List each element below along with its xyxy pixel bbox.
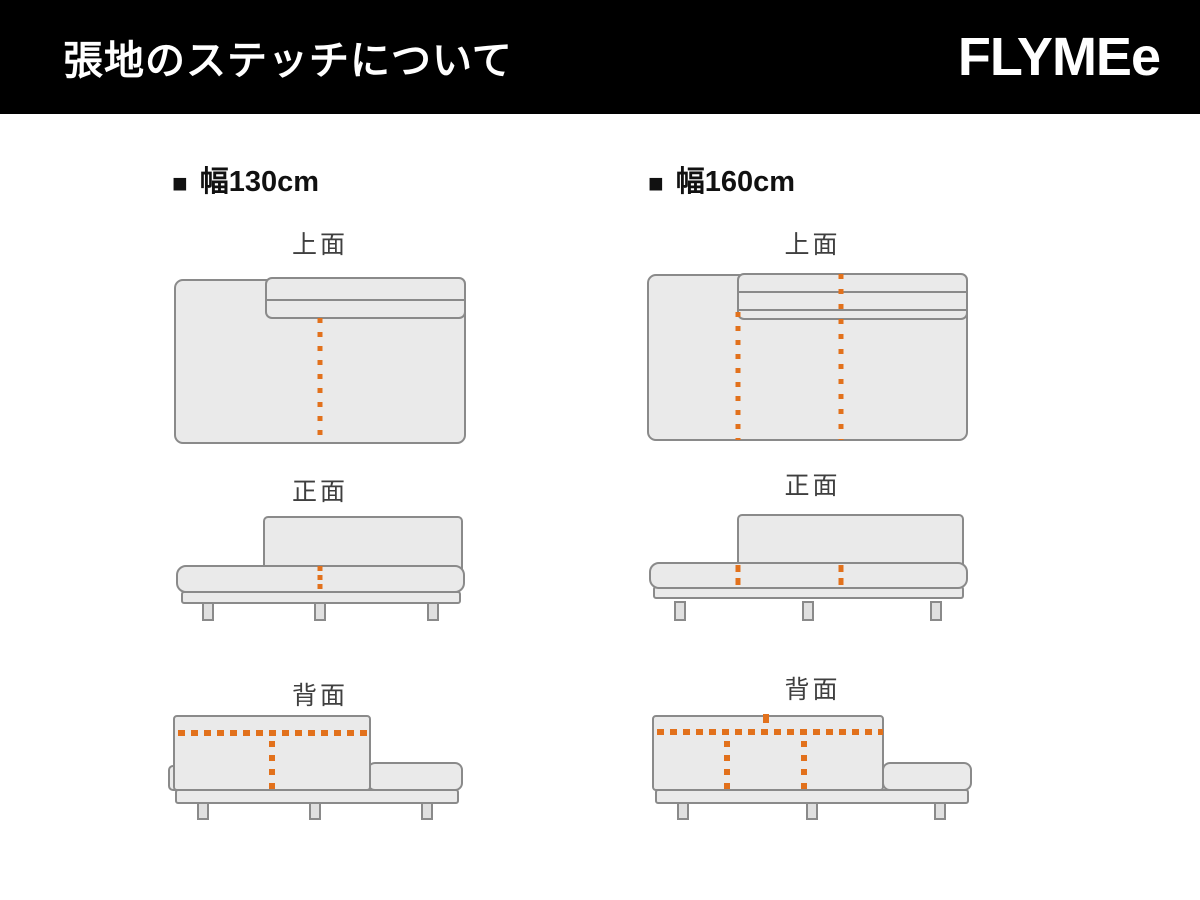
view-label-160-top: 上面 bbox=[784, 231, 841, 259]
view-label-130-back: 背面 bbox=[291, 682, 348, 710]
sofa-base-rail bbox=[175, 789, 459, 804]
sofa-leg bbox=[309, 801, 321, 820]
sofa-leg bbox=[802, 601, 814, 621]
sofa-leg bbox=[202, 601, 214, 621]
square-bullet-icon: ■ bbox=[172, 167, 188, 198]
diagram-160-front-view bbox=[649, 514, 968, 621]
square-bullet-icon: ■ bbox=[648, 167, 664, 198]
sofa-backrest-panel bbox=[173, 715, 371, 791]
view-label-160-back: 背面 bbox=[784, 676, 841, 704]
sofa-leg bbox=[677, 801, 689, 820]
sofa-leg bbox=[314, 601, 326, 621]
sofa-backrest-panel bbox=[652, 715, 884, 791]
brand-logo: FLYMEe bbox=[957, 27, 1161, 87]
header-bar: 張地のステッチについて FLYMEe bbox=[0, 0, 1200, 114]
sofa-leg bbox=[674, 601, 686, 621]
sofa-leg bbox=[427, 601, 439, 621]
column-label-130: ■ 幅130cm bbox=[172, 168, 319, 197]
sofa-leg bbox=[421, 801, 433, 820]
sofa-backrest-panel bbox=[737, 514, 964, 571]
view-label-160-front: 正面 bbox=[784, 472, 841, 500]
sofa-seat-panel bbox=[649, 562, 968, 589]
sofa-base-rail bbox=[655, 789, 969, 804]
view-label-130-top: 上面 bbox=[291, 231, 348, 259]
sofa-base-rail bbox=[181, 591, 461, 604]
sofa-leg bbox=[934, 801, 946, 820]
sofa-seat-panel bbox=[367, 762, 463, 791]
diagram-160-top-view bbox=[647, 273, 968, 441]
sofa-leg bbox=[930, 601, 942, 621]
page-title: 張地のステッチについて bbox=[63, 39, 513, 83]
sofa-leg bbox=[806, 801, 818, 820]
column-label-160-text: 幅160cm bbox=[675, 166, 796, 198]
sofa-backrest-panel bbox=[737, 273, 968, 320]
diagram-130-back-view bbox=[168, 715, 463, 820]
sofa-seat-panel bbox=[882, 762, 972, 791]
view-label-130-front: 正面 bbox=[291, 478, 348, 506]
diagram-160-back-view bbox=[652, 714, 972, 820]
sofa-backrest-panel bbox=[265, 277, 466, 319]
column-label-130-text: 幅130cm bbox=[199, 166, 320, 198]
column-label-160: ■ 幅160cm bbox=[648, 168, 795, 197]
sofa-leg bbox=[197, 801, 209, 820]
diagram-130-front-view bbox=[176, 516, 465, 621]
diagram-130-top-view bbox=[174, 277, 466, 444]
